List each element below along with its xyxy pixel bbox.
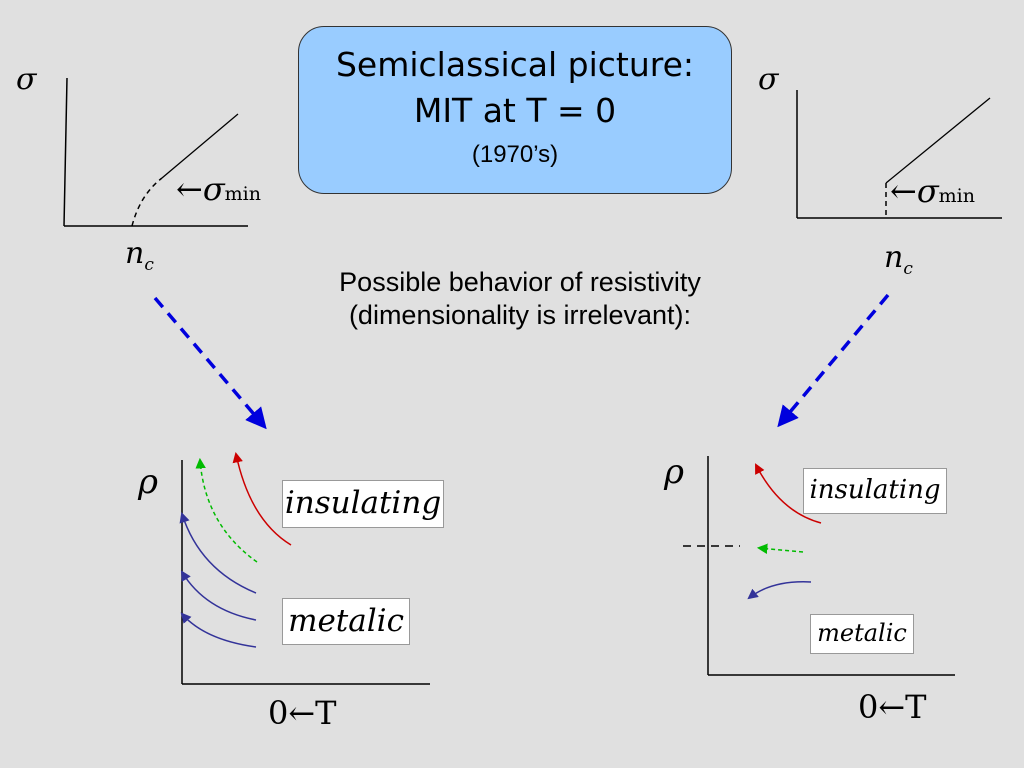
top-left-c-subscript: c (144, 255, 154, 275)
right-dashed-arrow (777, 293, 890, 428)
top-left-linear-curve (161, 113, 239, 179)
left-dashed-arrow (153, 296, 267, 430)
title-line-2: MIT at T = 0 (413, 91, 617, 130)
bottom-right-metallic-curve (747, 581, 812, 600)
bottom-left-plot (179, 451, 430, 685)
bottom-right-temperature-label: 0←T (858, 688, 927, 726)
top-left-dashed-curve (131, 177, 163, 227)
top-left-nc-label: nc (125, 236, 154, 275)
bottom-right-insulating-curve (755, 463, 822, 524)
bottom-right-metallic-label: metalic (810, 614, 914, 654)
top-left-min-subscript: min (224, 183, 261, 205)
bottom-right-critical-curve (756, 543, 804, 554)
bottom-right-rho-label: ρ (664, 452, 684, 492)
top-right-nc-label: nc (884, 240, 913, 279)
title-line-1: Semiclassical picture: (335, 45, 695, 84)
top-left-n-symbol: n (125, 236, 145, 271)
top-left-sigma-min-symbol: ←σ (176, 170, 225, 208)
top-right-sigma-min-annotation: ←σmin (890, 172, 975, 210)
bottom-left-metallic-curve-3 (180, 612, 257, 648)
bottom-left-insulating-label: insulating (282, 480, 444, 528)
bottom-left-metallic-label: metalic (282, 598, 410, 645)
description-line-1: Possible behavior of resistivity (339, 267, 701, 297)
description-text: Possible behavior of resistivity (dimens… (250, 266, 790, 332)
top-right-c-subscript: c (903, 259, 913, 279)
bottom-left-rho-label: ρ (138, 462, 158, 502)
top-right-sigma-min-symbol: ←σ (890, 172, 939, 210)
top-right-min-subscript: min (938, 185, 975, 207)
top-right-linear-curve (885, 97, 991, 184)
bottom-right-plot (683, 456, 955, 676)
bottom-left-metallic-curve-2 (180, 570, 257, 621)
title-box: Semiclassical picture: MIT at T = 0 (197… (298, 26, 732, 194)
top-left-y-axis (63, 77, 68, 227)
bottom-right-insulating-label: insulating (803, 468, 947, 514)
top-right-n-symbol: n (884, 240, 904, 275)
bottom-left-critical-curve (195, 457, 258, 563)
bottom-left-insulating-curve (232, 451, 292, 546)
description-line-2: (dimensionality is irrelevant): (348, 300, 692, 330)
bottom-left-metallic-curve-1 (179, 512, 257, 594)
title-line-3: (1970’s) (471, 141, 559, 168)
top-left-sigma-min-annotation: ←σmin (176, 170, 261, 208)
top-left-sigma-label: σ (16, 62, 37, 97)
top-right-plot (796, 90, 1002, 219)
top-right-sigma-label: σ (758, 62, 779, 97)
top-left-plot (63, 77, 248, 227)
bottom-left-temperature-label: 0←T (268, 694, 337, 732)
